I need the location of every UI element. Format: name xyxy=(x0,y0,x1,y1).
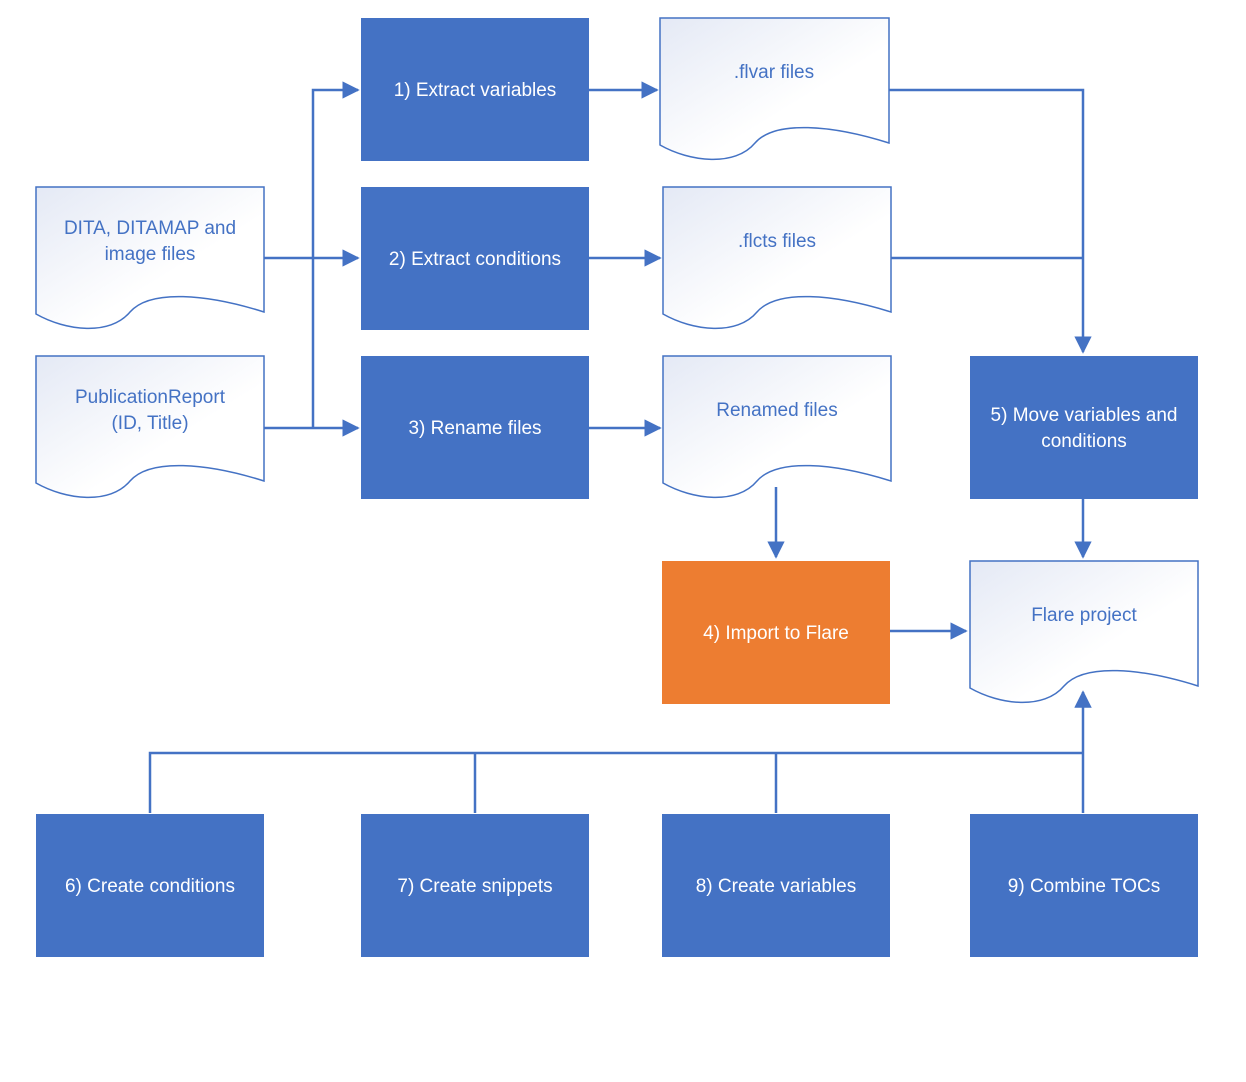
process-create-snippets-label: 7) Create snippets xyxy=(397,876,552,897)
document-flvar-files: .flvar files xyxy=(659,17,890,161)
connector-flvar-to-move xyxy=(889,88,1092,354)
document-publication-report: PublicationReport (ID, Title) xyxy=(35,355,265,499)
process-create-variables: 8) Create variables xyxy=(662,814,890,957)
connectors xyxy=(148,81,1092,813)
process-extract-conditions: 2) Extract conditions xyxy=(361,187,589,330)
process-move-variables-and-conditions: 5) Move variables and conditions xyxy=(970,356,1198,499)
process-create-conditions: 6) Create conditions xyxy=(36,814,264,957)
process-create-conditions-label: 6) Create conditions xyxy=(65,876,235,897)
process-import-to-flare-label: 4) Import to Flare xyxy=(703,623,849,644)
process-extract-variables: 1) Extract variables xyxy=(361,18,589,161)
document-dita-label-line-2: image files xyxy=(105,244,196,265)
process-rename-files: 3) Rename files xyxy=(361,356,589,499)
document-renamed-label: Renamed files xyxy=(716,400,837,421)
process-combine-tocs-label: 9) Combine TOCs xyxy=(1008,876,1160,897)
document-pubreport-label-line-1: PublicationReport xyxy=(75,387,226,408)
process-move-variables-label-line-1: 5) Move variables and xyxy=(991,405,1178,426)
connector-bottom-bus xyxy=(148,751,1083,813)
process-extract-conditions-label: 2) Extract conditions xyxy=(389,249,561,270)
process-extract-variables-label: 1) Extract variables xyxy=(394,80,557,101)
document-flare-label: Flare project xyxy=(1031,605,1137,626)
process-import-to-flare: 4) Import to Flare xyxy=(662,561,890,704)
document-renamed-files: Renamed files xyxy=(662,355,892,499)
process-combine-tocs: 9) Combine TOCs xyxy=(970,814,1198,957)
process-rename-files-label: 3) Rename files xyxy=(408,418,541,439)
process-create-variables-label: 8) Create variables xyxy=(696,876,857,897)
process-move-variables-label-line-2: conditions xyxy=(1041,431,1127,452)
document-flare-project: Flare project xyxy=(969,560,1199,704)
document-pubreport-label-line-2: (ID, Title) xyxy=(111,413,188,434)
document-dita-label-line-1: DITA, DITAMAP and xyxy=(64,218,236,239)
connector-input-trunk-to-extract-variables xyxy=(311,81,360,428)
document-dita-files: DITA, DITAMAP and image files xyxy=(35,186,265,330)
document-flvar-label: .flvar files xyxy=(734,62,814,83)
process-create-snippets: 7) Create snippets xyxy=(361,814,589,957)
document-flcts-files: .flcts files xyxy=(662,186,892,330)
document-flcts-label: .flcts files xyxy=(738,231,816,252)
